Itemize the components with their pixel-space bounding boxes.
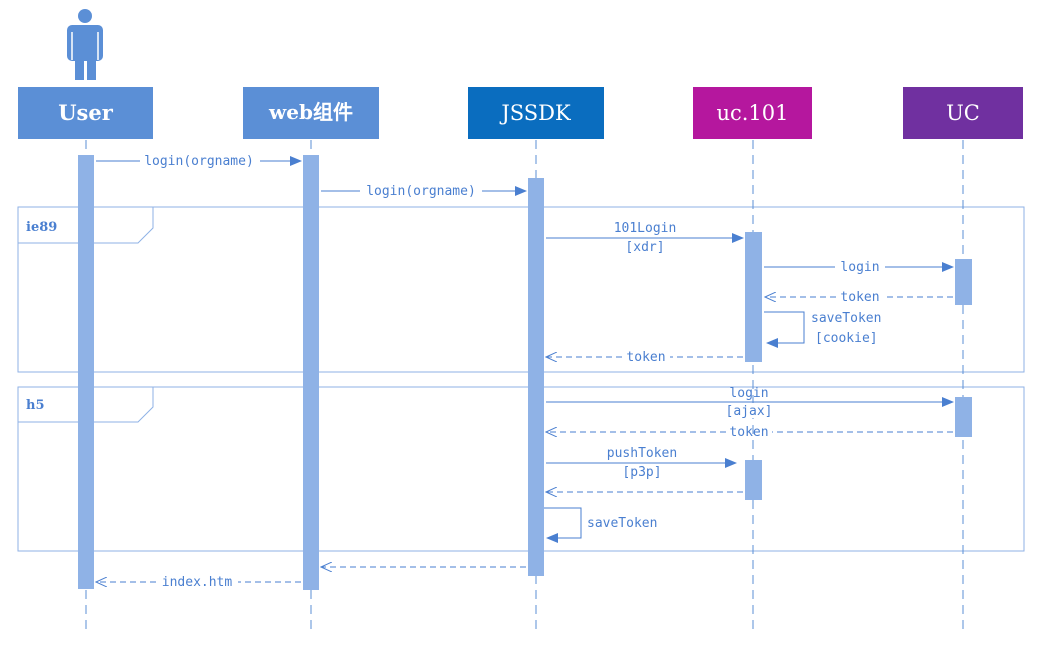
message-sublabel: [p3p] — [622, 465, 661, 480]
participant-uc101: uc.101 — [693, 87, 812, 139]
activations — [78, 155, 972, 590]
message-indexhtm-web-to-user: index.htm — [96, 575, 301, 590]
user-actor-icon — [67, 9, 103, 80]
participant-jssdk: JSSDK — [468, 87, 604, 139]
message-login-web-to-jssdk: login(orgname) — [321, 184, 527, 199]
participant-box-user — [18, 87, 153, 139]
message-label: token — [626, 350, 665, 365]
message-token-uc-to-uc101: token — [765, 290, 953, 305]
participant-label-uc: UC — [946, 101, 980, 125]
message-sublabel: [ajax] — [726, 404, 773, 419]
activation-uc101-1 — [745, 232, 762, 362]
message-sublabel: [xdr] — [625, 240, 664, 255]
message-label: login(orgname) — [144, 154, 254, 169]
message-label: 101Login — [614, 221, 677, 236]
message-login-uc101-to-uc: login — [764, 260, 954, 275]
participant-web: web组件 — [243, 87, 379, 139]
fragment-ie89: ie89 — [17, 206, 1025, 373]
message-savetoken-self-jssdk: saveToken — [544, 507, 657, 543]
participant-user: User — [18, 87, 153, 139]
message-savetoken-self-uc101: saveToken [cookie] — [764, 311, 881, 348]
activation-uc-1 — [955, 259, 972, 305]
participant-label-user: User — [58, 100, 113, 125]
message-101login-jssdk-to-uc101: 101Login [xdr] — [546, 220, 744, 255]
message-label: token — [729, 425, 768, 440]
activation-jssdk — [528, 178, 544, 576]
messages: login(orgname) login(orgname) 101Login [… — [96, 154, 954, 590]
activation-web — [303, 155, 319, 590]
participant-uc: UC — [903, 87, 1023, 139]
message-token-uc101-to-jssdk: token — [546, 350, 743, 365]
participant-box-uc101 — [693, 87, 812, 139]
message-label: login(orgname) — [366, 184, 476, 199]
message-label: login — [729, 386, 768, 401]
message-token-uc-to-jssdk: token — [546, 425, 953, 440]
message-label: index.htm — [162, 575, 233, 590]
participant-label-web: web组件 — [268, 100, 353, 124]
activation-uc101-2 — [745, 460, 762, 500]
message-login-jssdk-to-uc: login [ajax] — [546, 386, 954, 419]
message-label: pushToken — [607, 446, 677, 461]
participant-box-jssdk — [468, 87, 604, 139]
participant-box-uc — [903, 87, 1023, 139]
participant-label-jssdk: JSSDK — [499, 101, 571, 125]
activation-user — [78, 155, 94, 589]
activation-uc-2 — [955, 397, 972, 437]
participant-box-web — [243, 87, 379, 139]
message-label: login — [840, 260, 879, 275]
message-label: saveToken — [811, 311, 881, 326]
participants: User web组件 JSSDK uc.101 UC — [18, 87, 1023, 139]
fragment-label-h5: h5 — [26, 398, 45, 413]
fragment-label-ie89: ie89 — [26, 220, 57, 235]
message-label: saveToken — [587, 516, 657, 531]
message-sublabel: [cookie] — [815, 331, 878, 346]
lifelines — [85, 140, 964, 630]
message-login-user-to-web: login(orgname) — [96, 154, 302, 169]
message-pushtoken-jssdk-to-uc101: pushToken [p3p] — [546, 445, 737, 480]
message-label: token — [840, 290, 879, 305]
participant-label-uc101: uc.101 — [716, 101, 788, 125]
fragment-h5: h5 — [17, 386, 1025, 552]
